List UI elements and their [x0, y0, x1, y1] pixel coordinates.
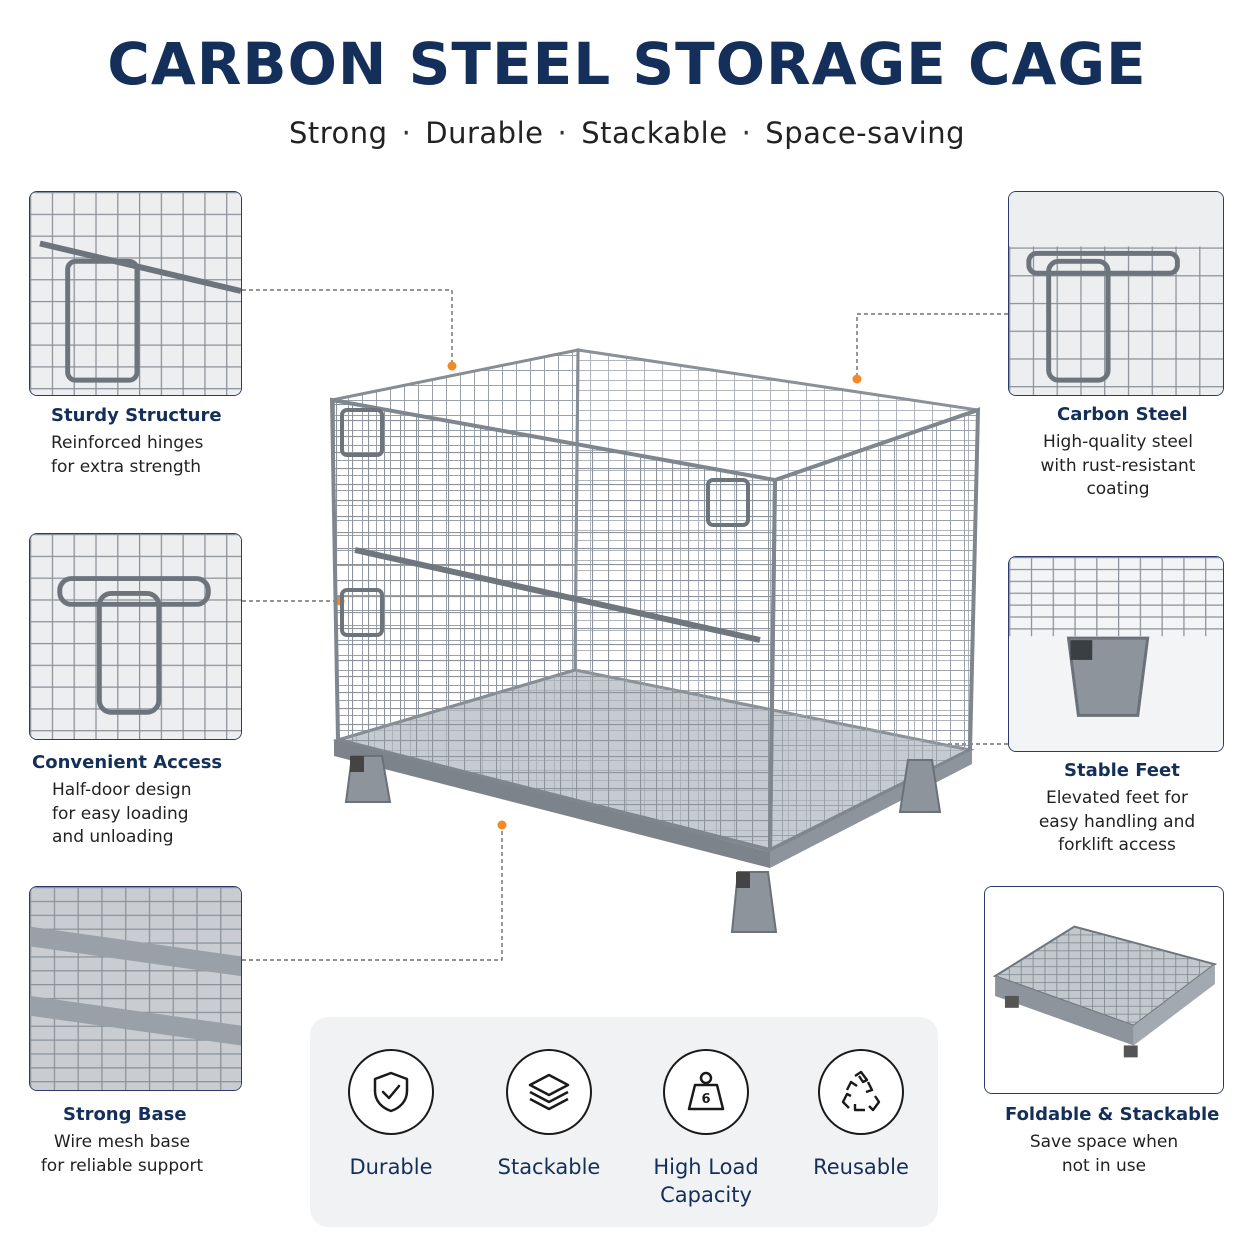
- feature-desc-fold: Save space when not in use: [1029, 1132, 1179, 1176]
- benefit-high-load: 6 High Load Capacity: [631, 1049, 781, 1209]
- feature-title-access: Convenient Access: [32, 752, 223, 773]
- recycle-icon: [818, 1049, 904, 1135]
- shield-check-icon: [348, 1049, 434, 1135]
- tagline-item-stackable: Stackable: [581, 116, 728, 150]
- strong-base-image: [29, 886, 242, 1091]
- stable-feet-image: [1008, 556, 1224, 752]
- feature-desc-access: Half-door design for easy loading and un…: [52, 780, 192, 847]
- feature-title-base: Strong Base: [63, 1104, 187, 1125]
- tagline-item-space-saving: Space-saving: [765, 116, 966, 150]
- carbon-steel-image: [1008, 191, 1224, 396]
- benefit-label-reusable: Reusable: [813, 1155, 909, 1179]
- layers-icon: [506, 1049, 592, 1135]
- benefit-label-durable: Durable: [349, 1155, 433, 1179]
- feature-desc-base: Wire mesh base for reliable support: [40, 1132, 204, 1176]
- foldable-stackable-image: [984, 886, 1224, 1094]
- benefits-panel: Durable Stackable 6 High Load Capacity R…: [310, 1017, 938, 1227]
- feature-desc-feet: Elevated feet for easy handling and fork…: [1038, 788, 1196, 855]
- tagline-item-durable: Durable: [425, 116, 544, 150]
- feature-desc-steel: High-quality steel with rust-resistant c…: [1040, 432, 1196, 499]
- page-title: CARBON STEEL STORAGE CAGE: [107, 30, 1147, 98]
- sturdy-structure-image: [29, 191, 242, 396]
- feature-title-fold: Foldable & Stackable: [1005, 1104, 1220, 1125]
- feature-title-steel: Carbon Steel: [1057, 404, 1188, 425]
- tagline-separator: ·: [401, 116, 412, 150]
- benefit-reusable: Reusable: [786, 1049, 936, 1181]
- tagline-separator: ·: [741, 116, 752, 150]
- feature-title-sturdy: Sturdy Structure: [51, 405, 222, 426]
- tagline-separator: ·: [557, 116, 568, 150]
- convenient-access-image: [29, 533, 242, 740]
- weight-mark: 6: [701, 1092, 710, 1107]
- benefit-label-stackable: Stackable: [497, 1155, 601, 1179]
- feature-desc-sturdy: Reinforced hinges for extra strength: [51, 433, 204, 477]
- tagline: Strong · Durable · Stackable · Space-saving: [0, 116, 1254, 150]
- feature-title-feet: Stable Feet: [1064, 760, 1180, 781]
- benefit-stackable: Stackable: [474, 1049, 624, 1181]
- storage-cage-image: [329, 348, 981, 933]
- benefit-durable: Durable: [316, 1049, 466, 1181]
- weight-icon: 6: [663, 1049, 749, 1135]
- tagline-item-strong: Strong: [288, 116, 388, 150]
- benefit-label-high-load: High Load Capacity: [653, 1155, 759, 1207]
